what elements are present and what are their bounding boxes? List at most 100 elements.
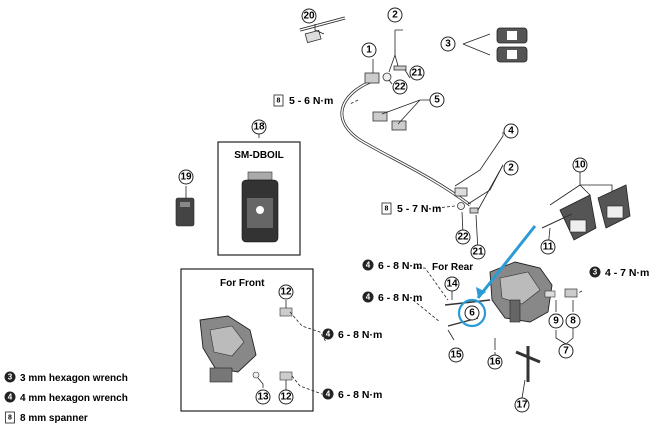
callout-2b: 2 (503, 160, 519, 176)
svg-text:17: 17 (516, 400, 528, 411)
svg-text:21: 21 (472, 247, 484, 258)
legend-item-3mm: 3 3 mm hexagon wrench (4, 371, 128, 384)
hex-icon: 4 (326, 330, 331, 339)
callout-8: 8 (565, 313, 581, 329)
svg-text:3: 3 (445, 39, 451, 50)
callout-21b: 21 (470, 244, 486, 260)
spanner-icon: 8 (8, 415, 12, 422)
torque-value: 5 - 6 N·m (289, 95, 333, 107)
svg-text:9: 9 (553, 316, 559, 327)
torque-spec-6: 4 6 - 8 N·m (322, 328, 382, 341)
svg-text:11: 11 (543, 242, 554, 253)
callout-11: 11 (540, 239, 556, 255)
callout-9: 9 (548, 313, 564, 329)
bleed-funnel-spacer (515, 346, 541, 382)
callout-17: 17 (514, 397, 530, 413)
for-front-label: For Front (220, 278, 265, 289)
callout-16: 16 (487, 354, 503, 370)
callout-1: 1 (361, 42, 377, 58)
spanner-icon: 8 (277, 98, 281, 105)
callout-10: 10 (572, 157, 588, 173)
torque-value: 6 - 8 N·m (338, 329, 382, 341)
olive-set (496, 27, 528, 63)
brake-hose (299, 16, 471, 207)
svg-text:20: 20 (303, 11, 315, 22)
callout-13: 13 (255, 389, 271, 405)
hex-icon: 3 (593, 268, 598, 277)
torque-value: 6 - 8 N·m (378, 260, 422, 272)
hex-icon: 4 (326, 390, 331, 399)
callout-6: 6 (464, 305, 480, 321)
svg-text:5: 5 (434, 95, 440, 106)
torque-spec-1: 8 5 - 6 N·m (273, 94, 333, 107)
legend-text: 8 mm spanner (20, 413, 88, 424)
oil-box-title: SM-DBOIL (234, 150, 283, 161)
torque-spec-2: 8 5 - 7 N·m (381, 202, 441, 215)
callout-2a: 2 (387, 7, 403, 23)
torque-value: 6 - 8 N·m (338, 389, 382, 401)
svg-text:14: 14 (446, 279, 458, 290)
svg-text:4: 4 (508, 126, 514, 137)
hose-fittings (364, 65, 479, 214)
arrow-head-icon (476, 287, 486, 298)
callout-4a: 4 (503, 123, 519, 139)
hex-icon: 4 (366, 261, 371, 270)
svg-text:6: 6 (469, 308, 475, 319)
torque-value: 6 - 8 N·m (378, 292, 422, 304)
svg-text:18: 18 (253, 122, 265, 133)
front-caliper (199, 307, 293, 383)
callout-14: 14 (444, 276, 460, 292)
svg-text:7: 7 (563, 346, 569, 357)
torque-spec-7: 4 6 - 8 N·m (322, 388, 382, 401)
hex-icon: 4 (366, 293, 371, 302)
oil-box (217, 141, 301, 256)
torque-value: 5 - 7 N·m (397, 203, 441, 215)
callout-12a: 12 (278, 284, 294, 300)
torque-value: 4 - 7 N·m (605, 267, 649, 279)
legend-text: 4 mm hexagon wrench (20, 393, 128, 404)
callout-12b: 12 (278, 389, 294, 405)
brake-pads (559, 184, 631, 241)
torque-spec-5: 3 4 - 7 N·m (589, 266, 649, 279)
svg-text:16: 16 (489, 357, 501, 368)
svg-text:12: 12 (280, 392, 292, 403)
svg-text:21: 21 (411, 68, 423, 79)
svg-text:2: 2 (392, 10, 398, 21)
callout-20: 20 (301, 8, 317, 24)
callout-22b: 22 (455, 229, 471, 245)
svg-text:15: 15 (450, 350, 462, 361)
mount-adapter (175, 197, 195, 227)
for-rear-label: For Rear (432, 262, 473, 273)
callout-22a: 22 (392, 79, 408, 95)
highlight-arrow (476, 225, 537, 299)
svg-text:1: 1 (366, 45, 372, 56)
torque-spec-3: 4 6 - 8 N·m (362, 259, 422, 272)
highlight-circle (457, 298, 487, 328)
svg-text:13: 13 (257, 392, 269, 403)
tool-legend: 3 3 mm hexagon wrench 4 4 mm hexagon wre… (4, 371, 128, 424)
front-caliper-box (180, 268, 314, 412)
svg-text:10: 10 (574, 160, 586, 171)
callout-21a: 21 (409, 65, 425, 81)
callout-19: 19 (178, 169, 194, 185)
svg-text:12: 12 (280, 287, 292, 298)
callout-7: 7 (558, 343, 574, 359)
svg-text:22: 22 (394, 82, 406, 93)
rear-caliper (444, 261, 578, 327)
callout-18: 18 (251, 119, 267, 135)
legend-item-spanner: 8 8 mm spanner (5, 411, 88, 424)
callout-5: 5 (429, 92, 445, 108)
hex-icon: 4 (8, 393, 13, 402)
part-callouts: 20 2 3 1 21 22 5 18 4 2 10 19 22 11 21 1… (178, 7, 588, 413)
legend-text: 3 mm hexagon wrench (20, 373, 128, 384)
torque-leaders (289, 99, 583, 395)
callout-3: 3 (440, 36, 456, 52)
spanner-icon: 8 (385, 206, 389, 213)
svg-text:2: 2 (508, 163, 514, 174)
svg-text:8: 8 (570, 316, 576, 327)
svg-text:19: 19 (180, 172, 192, 183)
legend-item-4mm: 4 4 mm hexagon wrench (4, 391, 128, 404)
callout-15: 15 (448, 347, 464, 363)
